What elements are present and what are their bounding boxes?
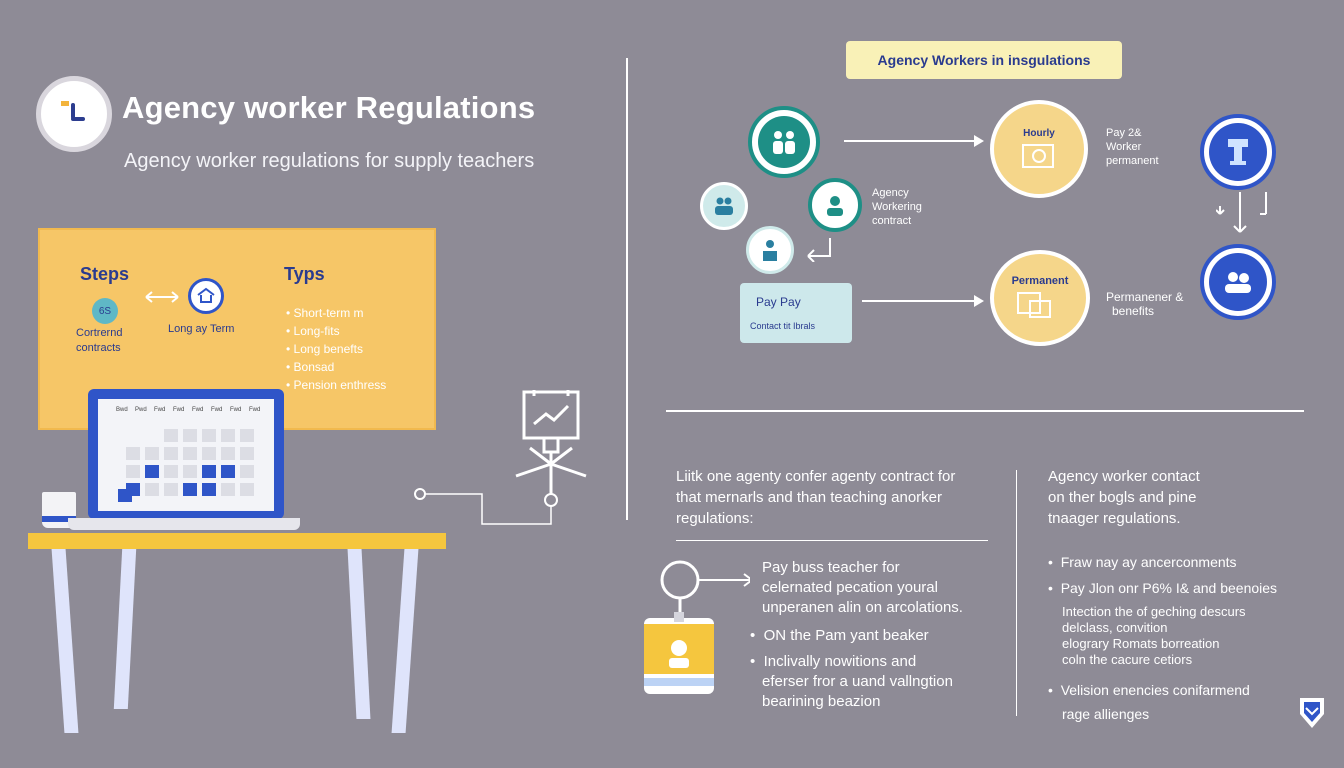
right-detail-text: Intection the of geching descurs delclas…: [1062, 604, 1246, 667]
calendar-cell: [183, 447, 197, 460]
calendar-cell: [126, 465, 140, 478]
chart-device-icon: [412, 384, 612, 534]
calendar-cell: [221, 429, 235, 442]
list-item: • Inclivally nowitions and: [750, 653, 917, 670]
list-item: • Velision enencies conifarmend: [1048, 682, 1250, 698]
calendar-cell: [164, 465, 178, 478]
regulations-badge: Agency Workers in insgulations: [846, 41, 1122, 79]
desk-leg: [113, 549, 137, 709]
pay-box-title: Pay Pay: [756, 295, 801, 309]
people-icon: [700, 182, 748, 230]
laptop-base: [68, 518, 300, 530]
calendar-cell: [202, 483, 216, 496]
horizontal-divider: [666, 410, 1304, 412]
calendar-header: Fwd: [154, 407, 166, 413]
desk-leg: [347, 549, 371, 719]
group-people-icon: [748, 106, 820, 178]
calendar-header: Fwd: [211, 407, 223, 413]
list-item: • Short-term m: [286, 306, 364, 320]
pay-contact-box: Pay Pay Contact tit Ibrals: [740, 283, 852, 343]
pay-text: Pay buss teacher for celernated pecation…: [762, 559, 963, 616]
list-item: • Fraw nay ay ancerconments: [1048, 554, 1237, 570]
long-term-label: Long ay Term: [168, 323, 235, 335]
column-divider: [1016, 470, 1017, 716]
clock-icon: [36, 76, 112, 152]
right-last-bullet: • Velision enencies conifarmend rage all…: [1048, 680, 1298, 724]
calendar-cell: [221, 447, 235, 460]
intro-underline: [676, 540, 988, 541]
calendar-cell: [240, 465, 254, 478]
right-intro-text: Agency worker contact on ther bogls and …: [1048, 468, 1200, 527]
hourly-icon: Hourly: [990, 100, 1088, 198]
calendar-header: Fwd: [173, 407, 185, 413]
calendar-cell: [221, 465, 235, 478]
list-item: • Pension enthress: [286, 378, 387, 392]
team-icon: [1200, 244, 1276, 320]
page-title: Agency worker Regulations: [122, 90, 536, 125]
worker-icon: [808, 178, 862, 232]
calendar-cell: [202, 429, 216, 442]
calendar-cell: [164, 447, 178, 460]
calendar-cell: [202, 447, 216, 460]
calendar-cell: [145, 465, 159, 478]
calendar-header: Bwd: [116, 407, 128, 413]
calendar-header: Fwd: [249, 407, 261, 413]
list-item: • Pay Jlon onr P6% I& and beenoies: [1048, 580, 1278, 596]
calendar-header: Fwd: [192, 407, 204, 413]
types-heading: Typs: [284, 264, 325, 284]
desk: [28, 533, 446, 549]
desk-leg: [51, 549, 79, 733]
permanent-icon: Permanent: [990, 250, 1090, 346]
calendar-cell: [126, 447, 140, 460]
shield-logo-icon: [1298, 696, 1326, 730]
steps-heading: Steps: [80, 264, 130, 284]
lower-bullets: • ON the Pam yant beaker • Inclivally no…: [750, 626, 1010, 712]
list-item: • ON the Pam yant beaker: [750, 627, 929, 644]
laptop-screen: Bwd Pwd Fwd Fwd Fwd Fwd Fwd Fwd: [88, 389, 284, 519]
calendar-cell: [183, 429, 197, 442]
person-icon: [746, 226, 794, 274]
calendar-cell: [221, 483, 235, 496]
intro-text: Liitk one agenty confer agenty contract …: [676, 468, 956, 527]
calendar-cell: [183, 465, 197, 478]
vertical-divider: [626, 58, 628, 520]
pay-box-subtitle: Contact tit Ibrals: [750, 321, 816, 331]
calendar-cell: [164, 483, 178, 496]
steps-badge-icon: 6S: [92, 298, 118, 324]
down-arrows-icon: [1216, 192, 1276, 240]
list-item: • Long benefts: [286, 342, 363, 356]
calendar-grid: Bwd Pwd Fwd Fwd Fwd Fwd Fwd Fwd: [98, 399, 274, 511]
calendar-cell: [202, 465, 216, 478]
double-arrow-icon: [144, 290, 180, 304]
return-arrow-icon: [804, 238, 834, 262]
calendar-cell: [145, 447, 159, 460]
calendar-cell: [145, 483, 159, 496]
permanent-benefits-label: Permanener &benefits: [1106, 290, 1184, 318]
calendar-cell: [183, 483, 197, 496]
school-icon: [188, 278, 224, 314]
calendar-header: Pwd: [135, 407, 147, 413]
calendar-cell: [164, 429, 178, 442]
calendar-cell: [118, 489, 132, 502]
list-item: • Long-fits: [286, 324, 340, 338]
document-icon: [1200, 114, 1276, 190]
flow-arrow: [862, 295, 984, 307]
calendar-header: Fwd: [230, 407, 242, 413]
desk-leg: [391, 549, 419, 733]
types-list: • Short-term m • Long-fits • Long beneft…: [286, 304, 386, 394]
right-bullets: • Fraw nay ay ancerconments • Pay Jlon o…: [1048, 552, 1318, 598]
calendar-cell: [240, 483, 254, 496]
list-item: • Bonsad: [286, 360, 335, 374]
calendar-cell: [240, 429, 254, 442]
calendar-cell: [240, 447, 254, 460]
flow-arrow: [844, 135, 984, 147]
page-subtitle: Agency worker regulations for supply tea…: [124, 150, 535, 172]
id-badge-icon: [640, 560, 750, 696]
